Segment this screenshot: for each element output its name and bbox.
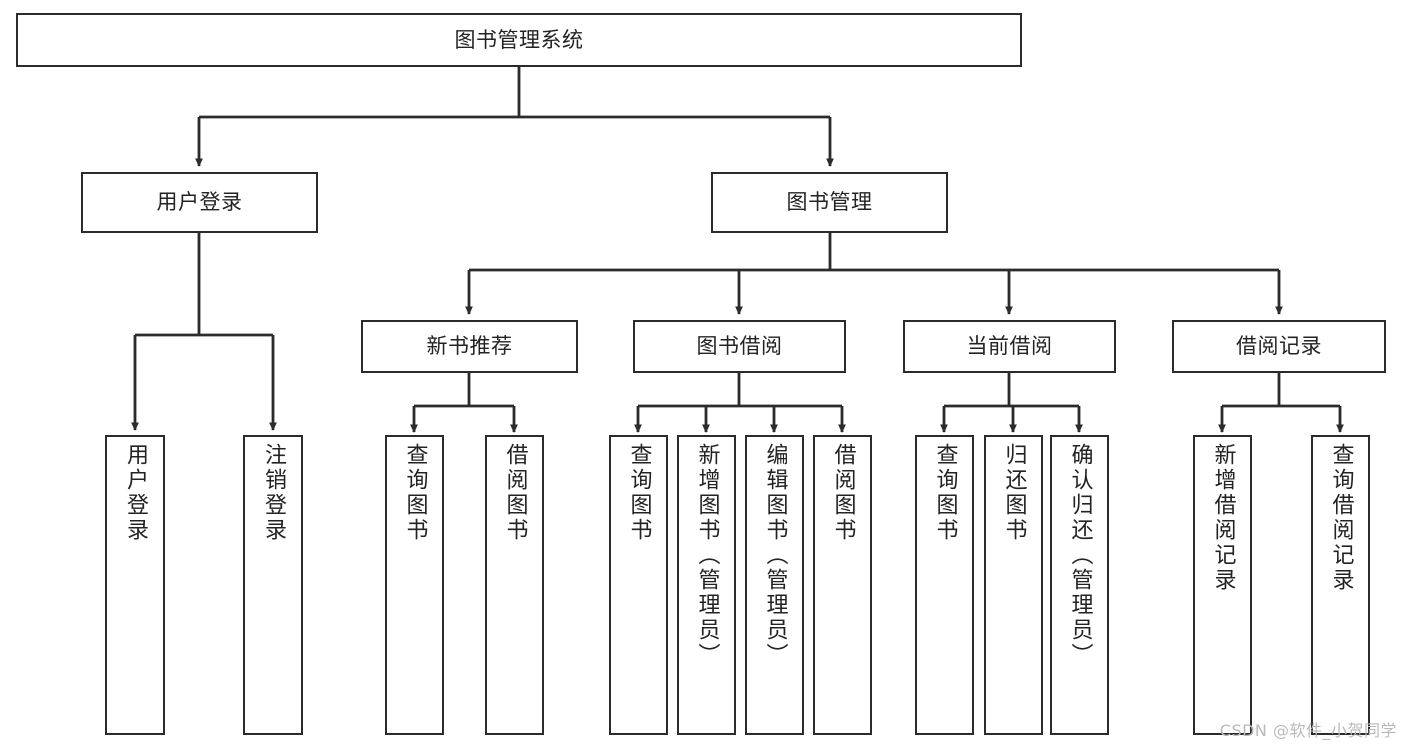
node-root[interactable]: 图书管理系统 [16, 13, 1022, 67]
node-leaf-borrow-book-1-label: 借阅图书 [502, 443, 528, 543]
node-book-borrow-label: 图书借阅 [696, 334, 783, 359]
node-leaf-add-record-label: 新增借阅记录 [1210, 443, 1236, 593]
node-leaf-return-book[interactable]: 归还图书 [984, 435, 1043, 735]
node-leaf-user-login[interactable]: 用户登录 [105, 435, 165, 735]
node-current-borrow-label: 当前借阅 [966, 334, 1053, 359]
node-leaf-query-book-1-label: 查询图书 [402, 443, 428, 543]
node-leaf-edit-book[interactable]: 编辑图书（管理员） [745, 435, 804, 735]
node-leaf-borrow-book-1[interactable]: 借阅图书 [485, 435, 544, 735]
node-leaf-borrow-book-2[interactable]: 借阅图书 [813, 435, 872, 735]
node-new-book-recommend[interactable]: 新书推荐 [361, 320, 578, 373]
node-book-borrow[interactable]: 图书借阅 [633, 320, 846, 373]
node-leaf-user-login-label: 用户登录 [123, 443, 148, 543]
node-user-login[interactable]: 用户登录 [81, 172, 318, 233]
node-leaf-edit-book-label: 编辑图书（管理员） [762, 443, 788, 668]
node-leaf-return-book-label: 归还图书 [1001, 443, 1027, 543]
node-leaf-query-record[interactable]: 查询借阅记录 [1311, 435, 1370, 735]
node-leaf-query-book-2-label: 查询图书 [626, 443, 652, 543]
node-leaf-add-book[interactable]: 新增图书（管理员） [677, 435, 736, 735]
node-leaf-confirm-return[interactable]: 确认归还（管理员） [1050, 435, 1109, 735]
node-leaf-borrow-book-2-label: 借阅图书 [830, 443, 856, 543]
node-root-label: 图书管理系统 [454, 27, 584, 52]
node-book-manage-label: 图书管理 [786, 190, 873, 215]
node-new-book-recommend-label: 新书推荐 [426, 334, 513, 359]
watermark-text: CSDN @软件_小贺同学 [1219, 721, 1397, 740]
node-leaf-confirm-return-label: 确认归还（管理员） [1067, 443, 1093, 668]
node-leaf-logout[interactable]: 注销登录 [243, 435, 303, 735]
node-borrow-record-label: 借阅记录 [1236, 334, 1322, 359]
node-leaf-add-book-label: 新增图书（管理员） [694, 443, 720, 668]
node-book-manage[interactable]: 图书管理 [711, 172, 948, 233]
node-leaf-query-book-2[interactable]: 查询图书 [609, 435, 668, 735]
node-leaf-query-book-3-label: 查询图书 [932, 443, 958, 543]
node-current-borrow[interactable]: 当前借阅 [903, 320, 1116, 373]
node-leaf-query-book-1[interactable]: 查询图书 [385, 435, 444, 735]
node-leaf-query-book-3[interactable]: 查询图书 [915, 435, 974, 735]
node-leaf-add-record[interactable]: 新增借阅记录 [1193, 435, 1252, 735]
node-user-login-label: 用户登录 [156, 190, 243, 215]
node-borrow-record[interactable]: 借阅记录 [1172, 320, 1386, 373]
node-leaf-query-record-label: 查询借阅记录 [1328, 443, 1354, 593]
node-leaf-logout-label: 注销登录 [261, 443, 286, 543]
